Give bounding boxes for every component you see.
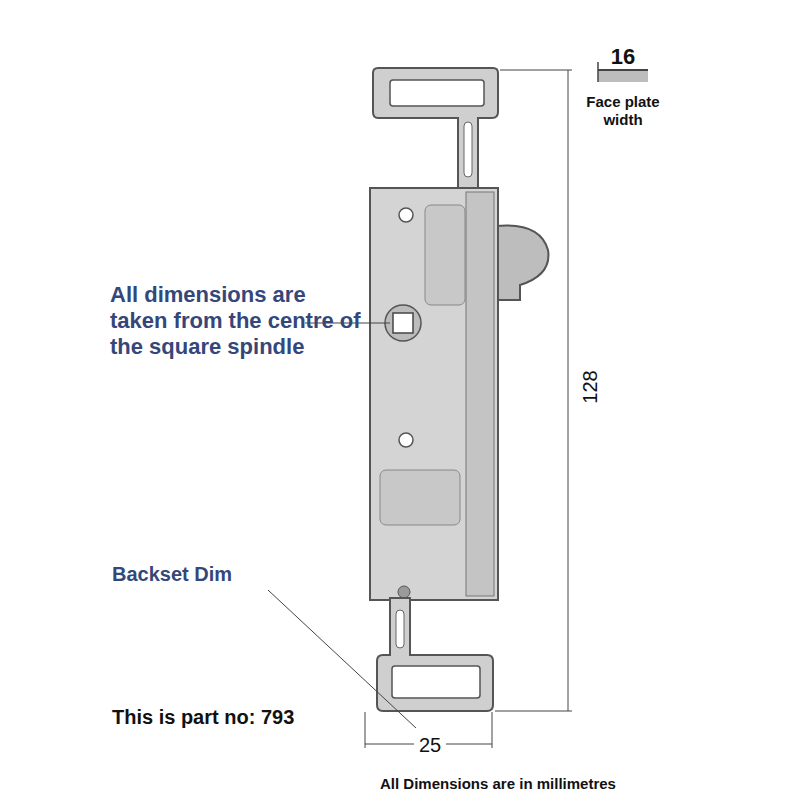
top-bracket (373, 68, 498, 190)
note-text: All dimensions are taken from the centre… (110, 282, 365, 360)
face-plate-edge (597, 62, 599, 82)
dimension-value: 25 (414, 733, 446, 757)
dimension-value: 128 (578, 357, 602, 417)
lock-body (370, 188, 498, 600)
latch-bolt (496, 226, 548, 301)
part-number: This is part no: 793 (112, 705, 372, 729)
dimension-value: 16 (598, 44, 648, 70)
face-plate-sample (598, 70, 648, 82)
dimension-caption: Face plate width (570, 93, 676, 129)
face-plate-edge (598, 69, 648, 71)
units-note: All Dimensions are in millimetres (380, 775, 710, 793)
bottom-bracket (377, 598, 493, 711)
height-dimension (495, 70, 572, 711)
callout-label: Backset Dim (112, 562, 312, 586)
